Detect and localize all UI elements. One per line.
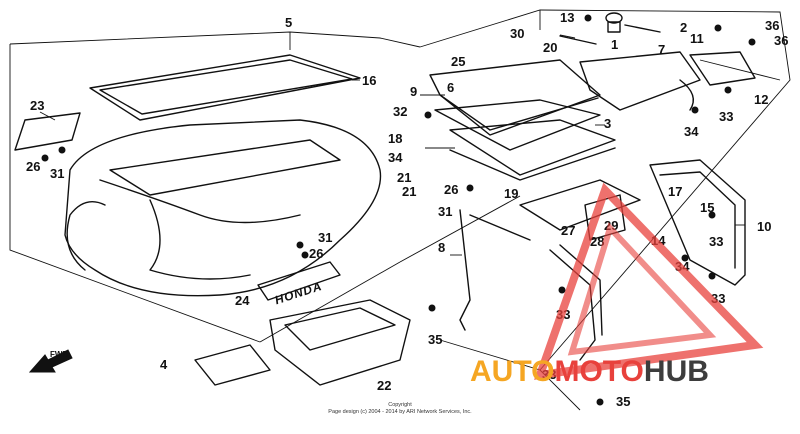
part-number-label: 36 xyxy=(765,18,779,33)
logo-text: HONDA xyxy=(273,279,324,307)
part-number-label: 17 xyxy=(668,184,682,199)
part-number-label: 8 xyxy=(438,240,445,255)
part-5-cover xyxy=(64,119,382,297)
part-8-stay xyxy=(459,209,531,331)
part-number-label: 9 xyxy=(410,84,417,99)
part-number-label: 19 xyxy=(504,186,518,201)
part-number-label: 1 xyxy=(611,37,618,52)
fasteners xyxy=(41,14,756,406)
part-6-lid xyxy=(429,59,616,181)
part-number-label: 2 xyxy=(680,20,687,35)
part-number-label: 27 xyxy=(561,223,575,238)
part-number-label: 22 xyxy=(377,378,391,393)
part-number-label: 3 xyxy=(604,116,611,131)
watermark-triangle xyxy=(534,182,764,380)
frame-lines xyxy=(9,9,791,411)
part-number-label: 24 xyxy=(235,293,250,308)
watermark-hub: HUB xyxy=(644,355,709,388)
part-number-label: 36 xyxy=(774,33,788,48)
part-number-label: 26 xyxy=(309,246,323,261)
part-number-label: 31 xyxy=(318,230,332,245)
part-12-hinge xyxy=(689,51,756,86)
part-number-label: 7 xyxy=(658,42,665,57)
watermark-auto: AUTO xyxy=(470,355,554,388)
part-number-label: 4 xyxy=(160,357,168,372)
part-7-strip xyxy=(579,51,701,111)
part-2-rod xyxy=(559,24,661,45)
watermark-triangle-inner xyxy=(567,222,717,356)
part-10-bracket xyxy=(649,159,746,286)
part-number-label: 35 xyxy=(616,394,630,409)
part-number-label: 10 xyxy=(757,219,771,234)
part-16-frame xyxy=(89,54,361,121)
part-number-label: 13 xyxy=(560,10,574,25)
part-number-label: 26 xyxy=(26,159,40,174)
part-number-label: 26 xyxy=(444,182,458,197)
part-number-label: 32 xyxy=(393,104,407,119)
copyright-line-2: Page design (c) 2004 - 2014 by ARI Netwo… xyxy=(328,409,472,415)
part-number-label: 28 xyxy=(590,234,604,249)
part-number-label: 21 xyxy=(402,184,416,199)
watermark-moto: MOTO xyxy=(554,355,643,388)
watermark: AUTOMOTOHUB xyxy=(470,182,764,388)
part-number-label: 16 xyxy=(362,73,376,88)
part-number-label: 31 xyxy=(438,204,452,219)
part-number-label: 30 xyxy=(510,26,524,41)
part-number-label: 35 xyxy=(428,332,442,347)
part-number-label: 20 xyxy=(543,40,557,55)
part-number-label: 33 xyxy=(709,234,723,249)
part-number-label: 34 xyxy=(388,150,403,165)
part-number-label: 12 xyxy=(754,92,768,107)
part-22-tray xyxy=(269,299,411,386)
part-number-label: 23 xyxy=(30,98,44,113)
part-1-cap xyxy=(605,12,623,33)
fwd-arrow: FWD xyxy=(28,349,73,373)
fwd-label: FWD xyxy=(50,350,68,359)
part-number-label: 6 xyxy=(447,80,454,95)
part-number-label: 33 xyxy=(719,109,733,124)
part-labels: 1234567891011121314151617202121222324252… xyxy=(26,10,788,409)
svg-text:AUTOMOTOHUB: AUTOMOTOHUB xyxy=(470,355,709,388)
part-23-bracket xyxy=(14,112,81,151)
part-number-label: 34 xyxy=(684,124,699,139)
part-number-label: 21 xyxy=(397,170,411,185)
part-number-label: 18 xyxy=(388,131,402,146)
part-number-label: 11 xyxy=(690,31,704,46)
part-number-label: 15 xyxy=(700,200,714,215)
copyright-line-1: Copyright xyxy=(388,402,412,408)
part-number-label: 25 xyxy=(451,54,465,69)
part-number-label: 31 xyxy=(50,166,64,181)
part-4-plate xyxy=(194,344,271,386)
leader-lines xyxy=(39,32,745,256)
part-number-label: 5 xyxy=(285,15,292,30)
